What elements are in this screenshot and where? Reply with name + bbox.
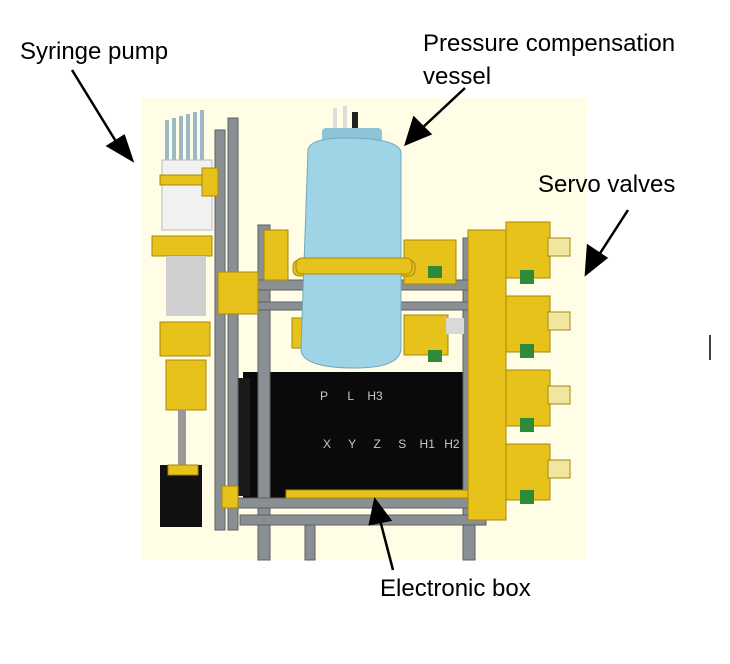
- box-label-x: X: [323, 437, 332, 451]
- box-label-l: L: [347, 389, 355, 403]
- box-label-s: S: [398, 437, 407, 451]
- label-servo-valves: Servo valves: [538, 171, 676, 198]
- box-label-h2: H2: [444, 437, 460, 451]
- box-label-y: Y: [348, 437, 357, 451]
- electronic-box: [160, 372, 475, 527]
- arrow-pressure-vessel: [419, 87, 466, 131]
- pressure-vessel: [295, 106, 413, 369]
- servo-valves: [428, 221, 571, 521]
- label-electronic-box: Electronic box: [380, 575, 531, 602]
- label-pressure-vessel: vessel: [423, 63, 492, 90]
- box-label-row2: X Y Z S H1 H2: [323, 437, 460, 451]
- arrow-electronic-box: [378, 519, 395, 571]
- box-label-h1: H1: [419, 437, 435, 451]
- box-label-z: Z: [373, 437, 381, 451]
- box-label-p: P: [320, 389, 329, 403]
- arrow-syringe-pump: [70, 69, 122, 149]
- annotation-arrows: [70, 69, 630, 571]
- box-label-h3: H3: [367, 389, 383, 403]
- arrow-servo-valves: [595, 209, 630, 259]
- label-syringe-pump: Syringe pump: [20, 38, 169, 65]
- box-label-row1: P L H3: [320, 389, 383, 403]
- syringe-pump: [151, 110, 219, 476]
- label-pressure-compensation: Pressure compensation: [423, 30, 676, 57]
